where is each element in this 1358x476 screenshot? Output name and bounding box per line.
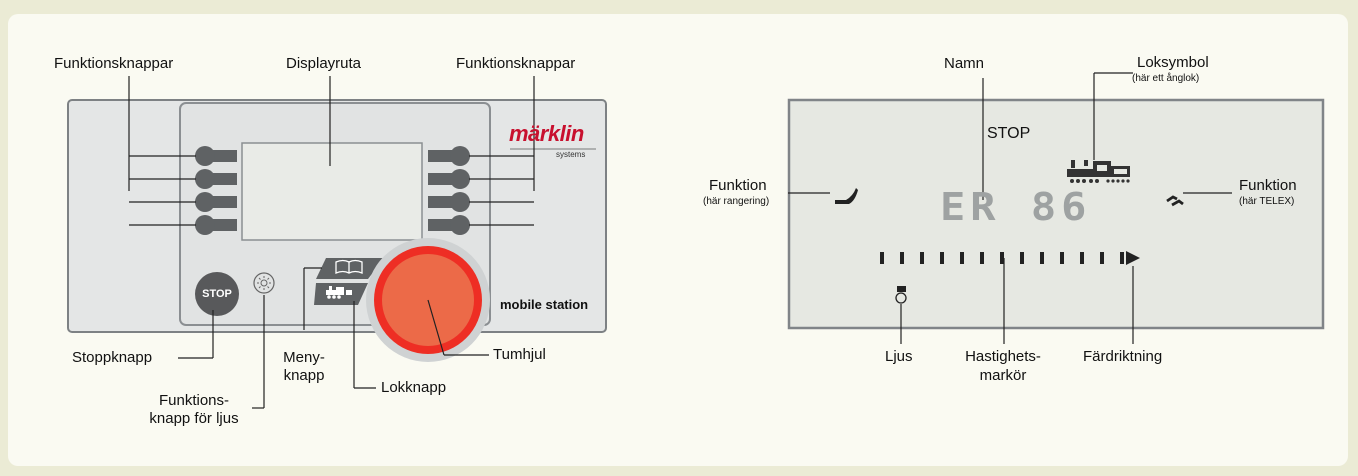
display-screen: [787, 98, 1325, 330]
label-function-right-note: (här TELEX): [1239, 196, 1295, 207]
stop-button: [195, 272, 239, 316]
label-display: Displayruta: [286, 55, 362, 72]
label-light-button-line1: Funktions-: [158, 392, 230, 409]
light-button: [253, 272, 275, 294]
label-loco-symbol: Loksymbol: [1137, 54, 1209, 71]
label-stop-button: Stoppknapp: [72, 349, 153, 366]
leader-lines-left: [128, 76, 535, 409]
marklin-logo-sub: systems: [556, 150, 586, 159]
label-function-left-note: (här rangering): [703, 196, 770, 207]
label-function-right: Funktion: [1239, 177, 1297, 194]
light-indicator: [895, 286, 907, 304]
label-loco-button: Lokknapp: [381, 379, 447, 396]
device-display: [241, 142, 423, 241]
label-loco-symbol-note: (här ett ånglok): [1132, 73, 1200, 84]
display-stop-text: STOP: [987, 125, 1031, 142]
marklin-logo: märklin: [509, 121, 584, 146]
speed-markers: [880, 252, 1124, 264]
label-speed-line1: Hastighets-: [965, 348, 1041, 365]
leader-lines-right: [788, 72, 1232, 344]
left-function-buttons: [195, 146, 237, 235]
shunting-icon: [835, 188, 858, 204]
steam-loco-icon: [1067, 160, 1130, 183]
label-light-button-line2: knapp för ljus: [149, 410, 239, 427]
label-speed-line2: markör: [979, 367, 1027, 384]
label-function-buttons-right: Funktionsknappar: [456, 55, 576, 72]
display-loco-number: ER 86: [940, 184, 1092, 230]
menu-button: [316, 258, 384, 279]
book-icon: [335, 259, 363, 274]
label-light: Ljus: [885, 348, 913, 365]
direction-arrow: [1126, 251, 1140, 265]
label-function-left: Funktion: [709, 177, 767, 194]
label-name: Namn: [944, 55, 985, 72]
right-function-buttons: [428, 146, 470, 235]
label-function-buttons-left: Funktionsknappar: [54, 55, 174, 72]
label-thumb-wheel: Tumhjul: [493, 346, 546, 363]
device-name: mobile station: [500, 297, 589, 312]
label-direction: Färdriktning: [1083, 348, 1163, 365]
label-menu-button-line1: Meny-: [283, 349, 325, 366]
light-icon: [257, 276, 271, 290]
stop-button-label: STOP: [202, 288, 232, 300]
small-loco-icon: [326, 286, 352, 299]
telex-icon: [1166, 195, 1184, 207]
label-menu-button-line2: knapp: [283, 367, 325, 384]
